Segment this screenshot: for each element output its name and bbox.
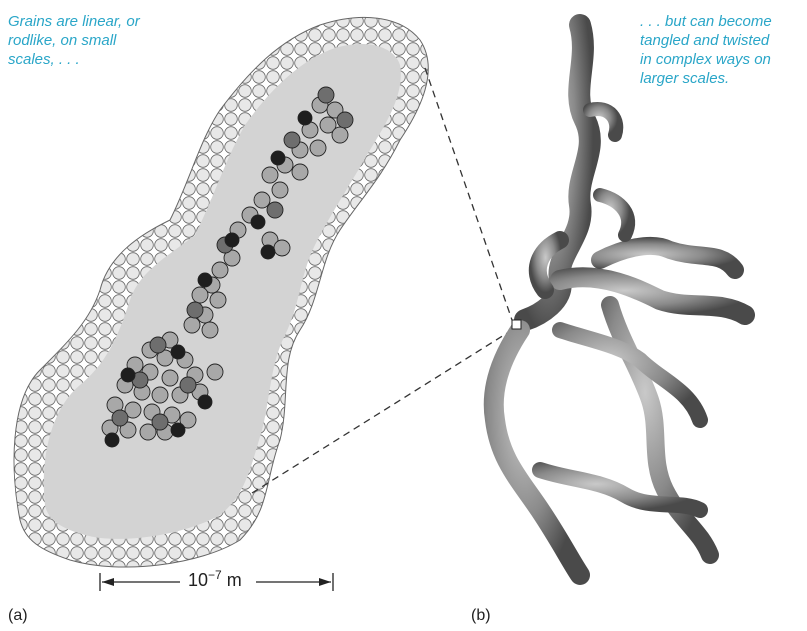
tangled-aggregate bbox=[483, 14, 755, 585]
zoom-marker bbox=[511, 319, 522, 330]
scale-base: 10 bbox=[188, 570, 209, 590]
grain-core bbox=[101, 86, 354, 448]
caption-a: Grains are linear, or rodlike, on small … bbox=[8, 13, 140, 68]
scale-label: 10−7 m bbox=[182, 568, 248, 591]
scale-bar bbox=[99, 573, 334, 591]
scale-exponent: −7 bbox=[208, 568, 222, 582]
caption-b: . . . but can become tangled and twisted… bbox=[640, 13, 772, 87]
panel-label-a: (a) bbox=[8, 607, 28, 624]
zoom-lines bbox=[251, 67, 513, 494]
panel-label-b: (b) bbox=[471, 607, 491, 624]
scale-unit: m bbox=[226, 570, 242, 590]
